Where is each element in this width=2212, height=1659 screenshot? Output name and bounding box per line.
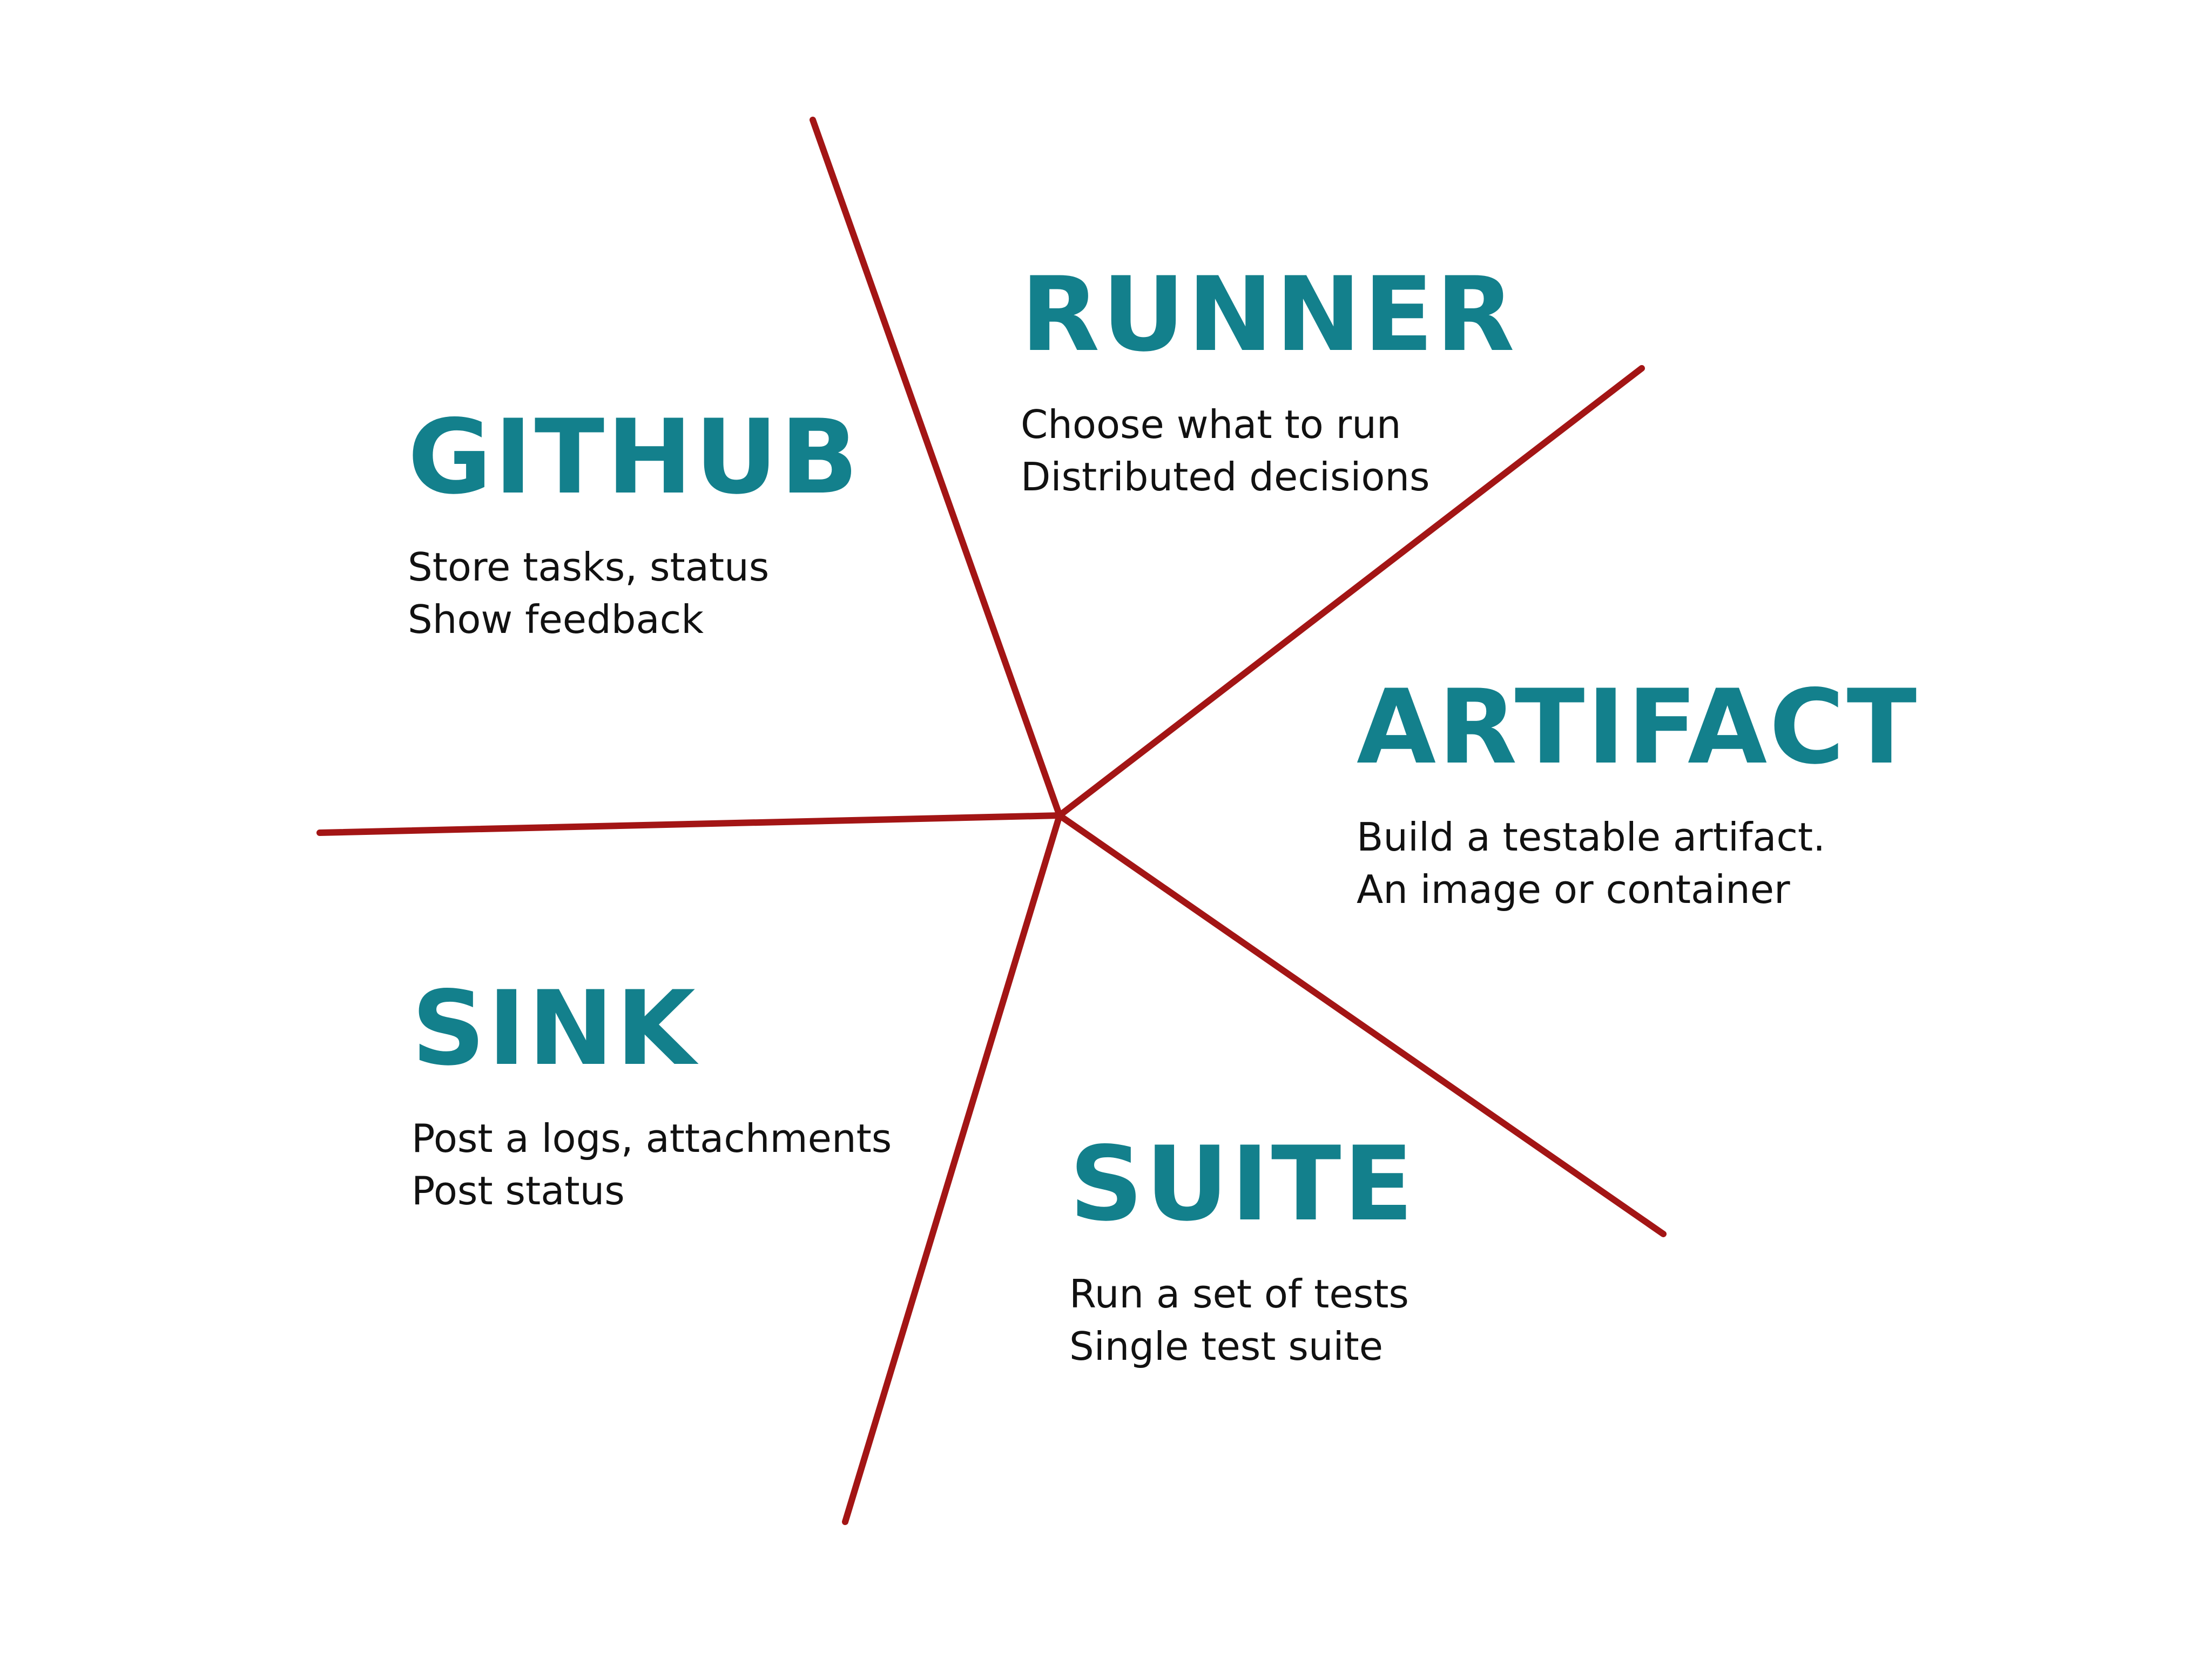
artifact-description: Build a testable artifact. An image or c… (1357, 811, 1919, 916)
sink-line-2: Post status (412, 1168, 625, 1213)
suite-line-2: Single test suite (1069, 1324, 1384, 1369)
spoke-up-left (810, 117, 1063, 819)
suite-section: SUITE Run a set of tests Single test sui… (1069, 1133, 1415, 1373)
runner-section: RUNNER Choose what to run Distributed de… (1021, 264, 1517, 503)
runner-description: Choose what to run Distributed decisions (1021, 399, 1517, 503)
spoke-down-right (1056, 812, 1667, 1237)
spoke-left (316, 812, 1063, 836)
suite-title: SUITE (1069, 1124, 1416, 1244)
artifact-title: ARTIFACT (1357, 667, 1919, 787)
runner-title: RUNNER (1021, 255, 1517, 374)
github-line-2: Show feedback (408, 597, 704, 642)
runner-line-2: Distributed decisions (1021, 454, 1430, 500)
spoke-down (842, 812, 1063, 1525)
sink-section: SINK Post a logs, attachments Post statu… (412, 977, 892, 1217)
sink-title: SINK (412, 969, 698, 1088)
github-description: Store tasks, status Show feedback (408, 541, 860, 646)
sink-line-1: Post a logs, attachments (412, 1116, 892, 1161)
runner-line-1: Choose what to run (1021, 402, 1401, 447)
sink-description: Post a logs, attachments Post status (412, 1112, 892, 1217)
artifact-line-2: An image or container (1357, 867, 1790, 912)
spoke-up-right (1056, 365, 1645, 819)
suite-line-1: Run a set of tests (1069, 1271, 1409, 1317)
artifact-line-1: Build a testable artifact. (1357, 814, 1826, 860)
artifact-section: ARTIFACT Build a testable artifact. An i… (1357, 676, 1919, 916)
github-title: GITHUB (408, 397, 861, 517)
github-section: GITHUB Store tasks, status Show feedback (408, 406, 860, 646)
github-line-1: Store tasks, status (408, 544, 770, 590)
suite-description: Run a set of tests Single test suite (1069, 1268, 1415, 1373)
